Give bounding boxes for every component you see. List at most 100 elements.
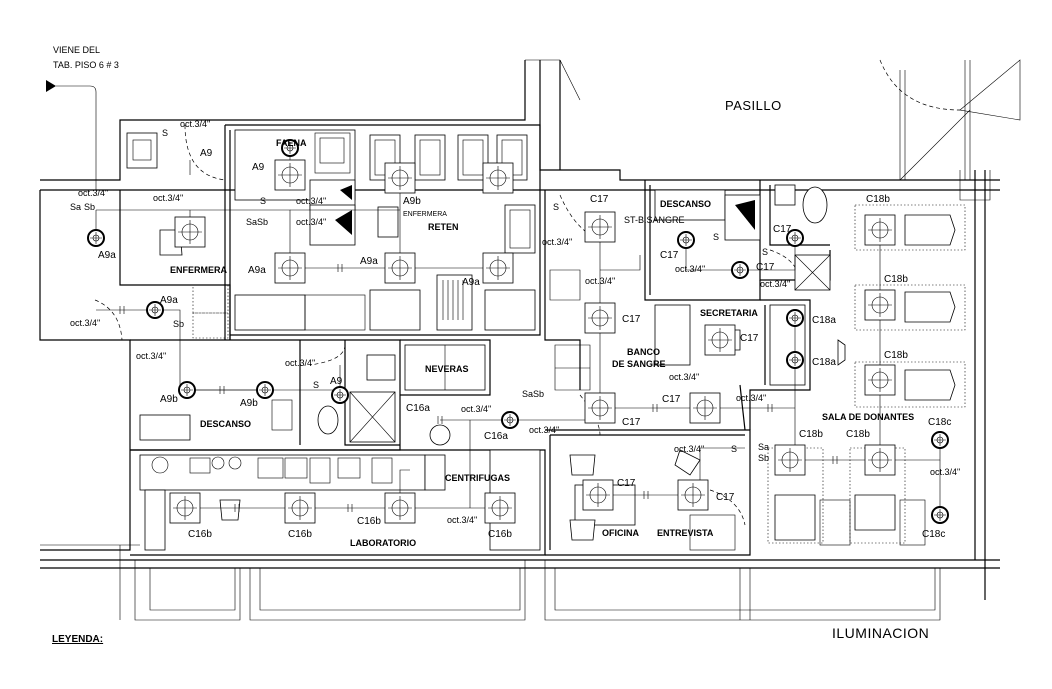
room-enfermera: ENFERMERA [170, 265, 228, 275]
label-c17: C17 [773, 224, 792, 235]
room-faena: FAENA [276, 138, 307, 148]
box-oct: oct.3/4" [736, 393, 766, 403]
light-fixture-square [174, 216, 206, 248]
wire-tick [219, 386, 225, 394]
label-a9a: A9a [248, 265, 266, 276]
label-c16a: C16a [406, 403, 430, 414]
interior-walls [119, 124, 831, 556]
ceiling-light-round [786, 229, 804, 247]
label-c18b: C18b [884, 350, 908, 361]
ceiling-light-round [931, 431, 949, 449]
header-note-line1: VIENE DEL [53, 45, 100, 55]
box-oct: oct.3/4" [930, 467, 960, 477]
label-c16a: C16a [484, 431, 508, 442]
room-st-b-sangre: ST-B.SANGRE [624, 215, 685, 225]
box-oct: oct.3/4" [674, 444, 704, 454]
label-c18b: C18b [884, 274, 908, 285]
switch-sa: Sa [758, 442, 769, 452]
light-fixture-square [384, 492, 416, 524]
light-fixture-square [484, 492, 516, 524]
label-a9b: A9b [240, 398, 258, 409]
box-oct: oct.3/4" [447, 515, 477, 525]
light-fixture-square [169, 492, 201, 524]
switch-s: S [713, 232, 719, 242]
label-c17: C17 [622, 417, 641, 428]
room-sala-donantes: SALA DE DONANTES [822, 412, 914, 422]
label-a9a: A9a [160, 295, 178, 306]
switch-sasb: SaSb [246, 217, 268, 227]
light-fixture-square [274, 252, 306, 284]
ceiling-light-round [331, 386, 349, 404]
box-oct: oct.3/4" [153, 193, 183, 203]
room-neveras: NEVERAS [425, 364, 469, 374]
ceiling-light-round [501, 411, 519, 429]
light-fixture-square [704, 324, 736, 356]
light-fixture-square [864, 289, 896, 321]
box-oct: oct.3/4" [296, 217, 326, 227]
ceiling-light-round [931, 506, 949, 524]
box-oct: oct.3/4" [542, 237, 572, 247]
label-c16b: C16b [357, 516, 381, 527]
switch-s: S [313, 380, 319, 390]
light-fixture-square [384, 162, 416, 194]
box-oct: oct.3/4" [675, 264, 705, 274]
room-banco-line1: BANCO [627, 347, 660, 357]
box-oct: oct.3/4" [70, 318, 100, 328]
label-c18b: C18b [846, 429, 870, 440]
switch-sb: Sb [758, 453, 769, 463]
legend-heading: LEYENDA: [52, 634, 103, 645]
label-a9a: A9a [462, 277, 480, 288]
switch-sb: Sb [173, 319, 184, 329]
light-fixture-square [864, 364, 896, 396]
label-c17: C17 [716, 492, 735, 503]
box-oct: oct.3/4" [585, 276, 615, 286]
window-band [119, 545, 941, 621]
label-c16b: C16b [488, 529, 512, 540]
label-c18a: C18a [812, 357, 836, 368]
label-a9b: A9b [160, 394, 178, 405]
label-c18b: C18b [866, 194, 890, 205]
label-a9a: A9a [360, 256, 378, 267]
light-fixture-square [582, 479, 614, 511]
box-oct: oct.3/4" [78, 188, 108, 198]
label-c17: C17 [590, 194, 609, 205]
label-c17: C17 [740, 333, 759, 344]
room-descanso-right: DESCANSO [660, 199, 711, 209]
label-c18c: C18c [928, 417, 951, 428]
label-c16b: C16b [188, 529, 212, 540]
room-laboratorio: LABORATORIO [350, 538, 416, 548]
light-fixture-square [584, 392, 616, 424]
label-c17: C17 [622, 314, 641, 325]
ceiling-light-round [731, 261, 749, 279]
wire-tick [767, 404, 773, 412]
circuit-label-group: A9 A9 A9b A9a A9a A9a A9a A9a A9b A9b A9… [98, 148, 951, 540]
light-fixture-square [482, 252, 514, 284]
label-a9b: A9b [403, 196, 421, 207]
label-a9: A9 [330, 376, 343, 387]
switch-s: S [260, 196, 266, 206]
light-fixture-square [274, 159, 306, 191]
ceiling-light-round [146, 301, 164, 319]
room-enfermera-small: ENFERMERA [403, 211, 447, 218]
ceiling-light-round [786, 309, 804, 327]
box-oct: oct.3/4" [760, 279, 790, 289]
label-c17: C17 [617, 478, 636, 489]
box-oct: oct.3/4" [136, 351, 166, 361]
room-oficina: OFICINA [602, 528, 639, 538]
switch-sb: Sb [84, 202, 95, 212]
box-oct: oct.3/4" [669, 372, 699, 382]
drawing-title: ILUMINACION [832, 625, 929, 641]
switch-label-group: S Sa Sb S SaSb Sb S SaSb S S S S Sa Sb [70, 128, 769, 463]
label-c16b: C16b [288, 529, 312, 540]
ceiling-light-round [87, 229, 105, 247]
label-c18b: C18b [799, 429, 823, 440]
ceiling-light-round [677, 231, 695, 249]
wire-tick [347, 504, 353, 512]
box-oct: oct.3/4" [285, 358, 315, 368]
box-label-group: oct.3/4" oct.3/4" oct.3/4" oct.3/4" oct.… [70, 119, 960, 525]
room-centrifugas: CENTRIFUGAS [445, 473, 510, 483]
switch-s: S [162, 128, 168, 138]
wire-tick [643, 491, 649, 499]
box-oct: oct.3/4" [296, 196, 326, 206]
